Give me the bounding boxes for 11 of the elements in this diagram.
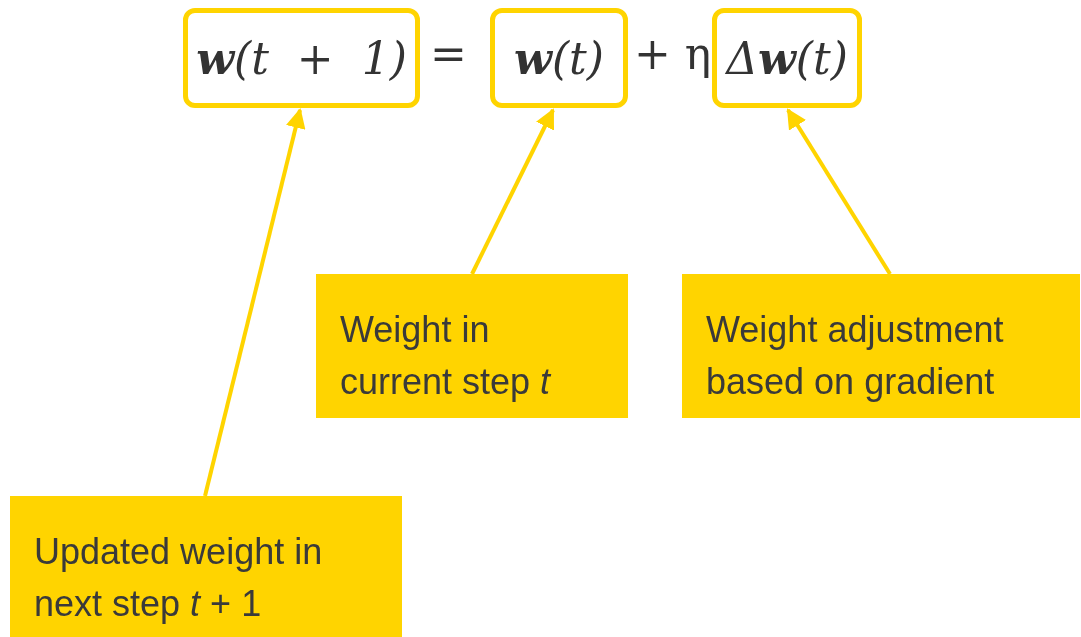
arrow	[786, 108, 892, 276]
arrow	[470, 108, 555, 275]
arrow	[203, 108, 306, 497]
formula-term-box: w(t)	[490, 8, 628, 108]
formula-operator: + η	[634, 28, 712, 79]
callout-box: Weight adjustment based on gradient	[682, 274, 1080, 418]
callout-box: Weight in current step t	[316, 274, 628, 418]
equals-sign: =	[430, 28, 467, 79]
callout-box: Updated weight in next step t + 1	[10, 496, 402, 637]
formula-term-box: w(t + 1)	[183, 8, 420, 108]
formula-term-box: Δw(t)	[712, 8, 862, 108]
